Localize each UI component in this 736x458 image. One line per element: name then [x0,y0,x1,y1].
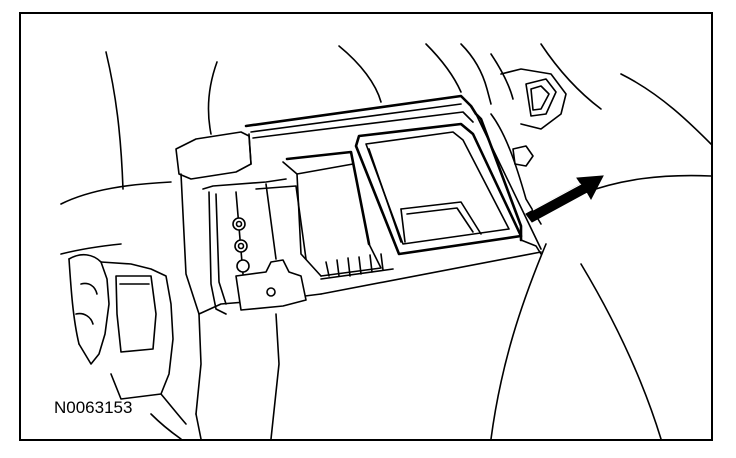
illustration-frame: N0063153 [19,12,713,441]
cup-holder-left [68,253,174,400]
pointer-arrow [525,175,604,223]
seat-outlines [60,43,711,439]
console-body [175,94,542,439]
door-trim [490,68,567,225]
console-inner-tray [202,150,382,315]
bin-ribs [320,253,394,280]
center-console-illustration [60,43,711,439]
figure-id-label: N0063153 [54,398,133,417]
storage-bin [354,122,523,256]
